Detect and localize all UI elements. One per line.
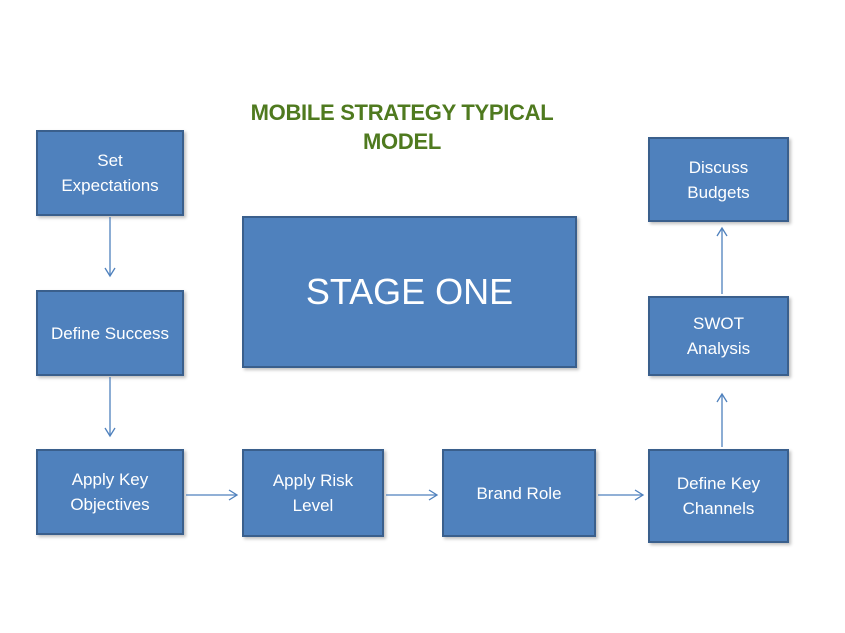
diagram-title: MOBILE STRATEGY TYPICAL MODEL [214, 98, 590, 156]
define-key-channels-line-1: Define Key [676, 474, 761, 493]
discuss-budgets-line-1: Discuss [688, 157, 749, 177]
arrowhead-define-success-to-objectives [104, 427, 116, 438]
apply-key-objectives-line-1: Apply Key [71, 470, 149, 489]
define-success-box: Define Success [36, 290, 184, 376]
define-success-label: Define Success [50, 323, 170, 343]
set-expectations-line-2: Expectations [61, 176, 159, 195]
arrowhead-brand-to-channels [634, 489, 645, 501]
stage-one-label: STAGE ONE [305, 271, 514, 312]
apply-key-objectives-line-2: Objectives [70, 495, 150, 514]
define-key-channels-box: Define Key Channels [648, 449, 789, 543]
title-line-1: MOBILE STRATEGY TYPICAL [250, 100, 554, 125]
discuss-budgets-box: Discuss Budgets [648, 137, 789, 222]
set-expectations-box: Set Expectations [36, 130, 184, 216]
arrowhead-risk-to-brand [428, 489, 439, 501]
arrowhead-set-to-define-success [104, 267, 116, 278]
swot-analysis-line-1: SWOT [693, 314, 744, 333]
define-key-channels-line-2: Channels [682, 499, 755, 518]
discuss-budgets-line-2: Budgets [687, 182, 750, 202]
swot-analysis-box: SWOT Analysis [648, 296, 789, 376]
arrowhead-objectives-to-risk [228, 489, 239, 501]
apply-risk-level-line-2: Level [292, 496, 334, 515]
apply-risk-level-line-1: Apply Risk [272, 471, 354, 490]
title-line-2: MODEL [363, 129, 441, 154]
apply-risk-level-box: Apply Risk Level [242, 449, 384, 537]
arrowhead-swot-to-budgets [716, 226, 728, 237]
apply-key-objectives-box: Apply Key Objectives [36, 449, 184, 535]
stage-one-box: STAGE ONE [242, 216, 577, 368]
set-expectations-line-1: Set [97, 151, 123, 170]
brand-role-box: Brand Role [442, 449, 596, 537]
arrowhead-channels-to-swot [716, 392, 728, 403]
swot-analysis-line-2: Analysis [686, 339, 751, 358]
brand-role-label: Brand Role [476, 483, 562, 503]
